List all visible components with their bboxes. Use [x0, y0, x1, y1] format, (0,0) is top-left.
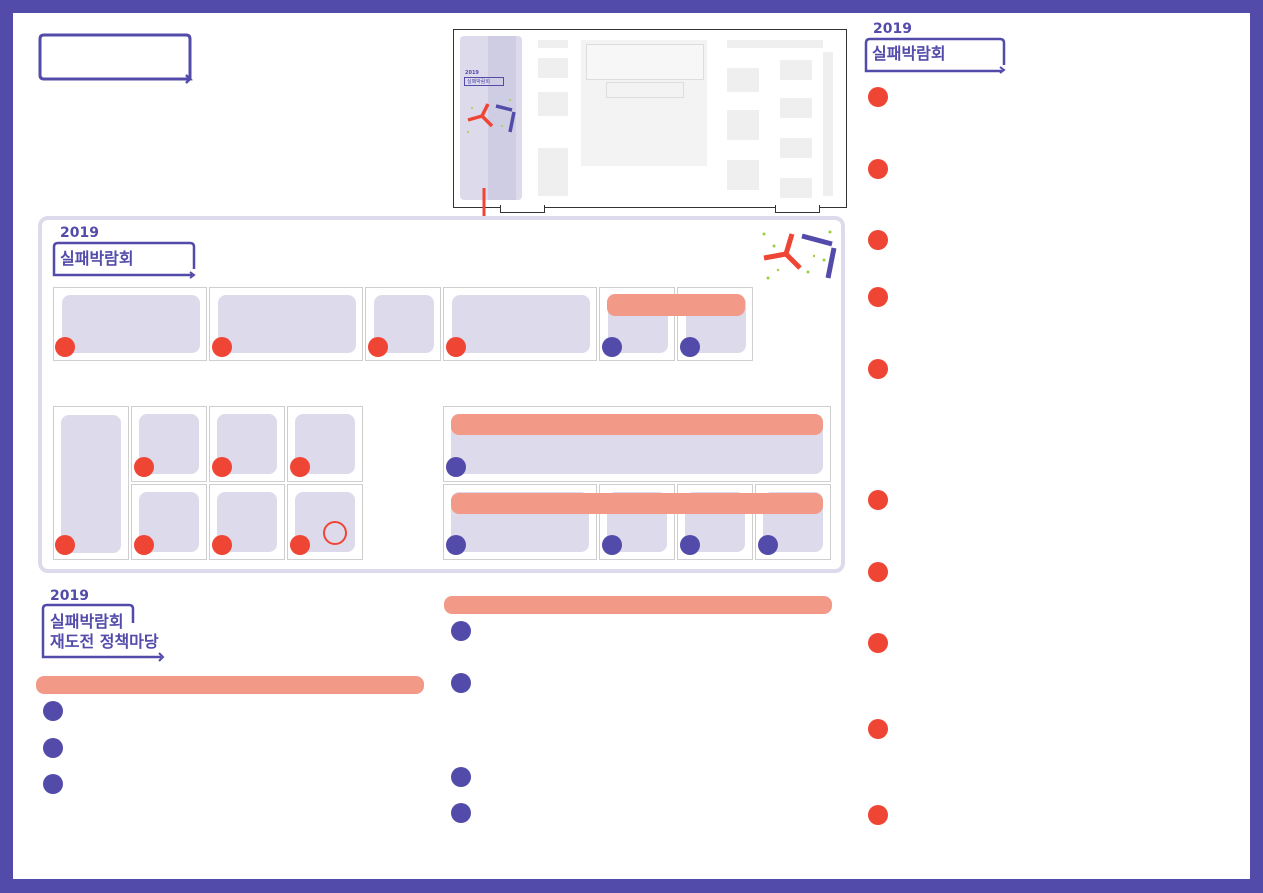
legend-red-marker — [868, 87, 888, 107]
legend-red-marker — [868, 562, 888, 582]
purple-marker — [680, 535, 700, 555]
red-marker — [212, 535, 232, 555]
purple-marker — [446, 457, 466, 477]
legend-red-marker — [868, 359, 888, 379]
map-title-frame — [52, 241, 196, 279]
legend-purple-marker — [451, 767, 471, 787]
legend-red-marker — [868, 490, 888, 510]
section-band — [36, 676, 424, 694]
red-marker — [290, 457, 310, 477]
legend-red-marker — [868, 230, 888, 250]
confetti-icon — [762, 230, 837, 280]
zone-band — [451, 414, 823, 435]
legend-year: 2019 — [873, 21, 912, 37]
legend-title-frame — [864, 37, 1006, 74]
booth — [287, 484, 363, 560]
mini-year: 2019 — [465, 70, 479, 76]
current-location-ring — [323, 521, 347, 545]
legend-red-marker — [868, 633, 888, 653]
booth — [209, 287, 363, 361]
purple-marker — [602, 535, 622, 555]
mini-title: 실패박람회 — [464, 77, 504, 86]
legend-red-marker — [868, 287, 888, 307]
map-title: 실패박람회 — [60, 249, 134, 268]
purple-marker — [680, 337, 700, 357]
zone-band — [451, 493, 823, 514]
legend-purple-marker — [43, 701, 63, 721]
legend-red-marker — [868, 159, 888, 179]
purple-marker — [602, 337, 622, 357]
section-title-frame — [41, 603, 165, 662]
red-marker — [134, 535, 154, 555]
legend-purple-marker — [43, 774, 63, 794]
empty-label-badge — [38, 33, 194, 84]
entrance-left — [500, 205, 545, 213]
red-marker — [55, 337, 75, 357]
red-marker — [446, 337, 466, 357]
legend-purple-marker — [43, 738, 63, 758]
booth — [53, 406, 129, 560]
section-band — [444, 596, 832, 614]
red-marker — [212, 337, 232, 357]
legend-purple-marker — [451, 803, 471, 823]
legend-red-marker — [868, 805, 888, 825]
legend-red-marker — [868, 719, 888, 739]
legend-title: 실패박람회 — [872, 44, 946, 63]
booth — [131, 406, 207, 482]
section-title-line2: 재도전 정책마당 — [50, 632, 159, 651]
red-marker — [55, 535, 75, 555]
red-marker — [290, 535, 310, 555]
booth — [131, 484, 207, 560]
section-year: 2019 — [50, 588, 89, 604]
overview-floor-plan: 2019 실패박람회 — [453, 29, 847, 208]
zone-band — [607, 294, 745, 316]
booth — [53, 287, 207, 361]
red-marker — [368, 337, 388, 357]
purple-marker — [758, 535, 778, 555]
map-year: 2019 — [60, 225, 99, 241]
legend-purple-marker — [451, 621, 471, 641]
red-marker — [134, 457, 154, 477]
booth — [443, 287, 597, 361]
mini-confetti-icon — [467, 99, 516, 133]
purple-marker — [446, 535, 466, 555]
booth — [365, 287, 441, 361]
red-marker — [212, 457, 232, 477]
section-title-line1: 실패박람회 — [50, 612, 124, 631]
legend-purple-marker — [451, 673, 471, 693]
entrance-right — [775, 205, 820, 213]
